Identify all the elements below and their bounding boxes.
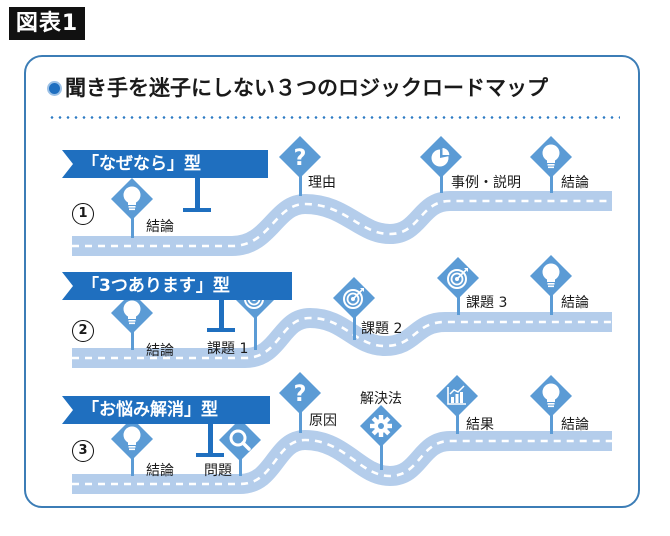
- row-number-1: 1: [72, 203, 94, 225]
- sign-row2-conclusion-start: [111, 292, 153, 350]
- sign-row2-conclusion-end: [530, 255, 572, 315]
- sign-row3-conclusion-end: [530, 375, 572, 434]
- banner-row-3: 「お悩み解消」型: [62, 396, 270, 424]
- sign-row3-cause: [279, 372, 321, 433]
- dotted-divider: [48, 116, 620, 119]
- label-row3-result: 結果: [466, 417, 494, 433]
- title-text: 聞き手を迷子にしない３つのロジックロードマップ: [65, 76, 548, 100]
- label-row1-conclusion-start: 結論: [146, 219, 174, 235]
- road-row-1: [72, 191, 612, 256]
- banner-row-1: 「なぜなら」型: [62, 150, 268, 178]
- sign-row3-problem: [219, 419, 261, 476]
- figure-label: 図表1: [9, 7, 85, 40]
- road-row-3: [72, 429, 612, 494]
- label-row2-issue2: 課題 2: [361, 321, 403, 337]
- sign-row2-issue1: [234, 277, 276, 350]
- label-row2-conclusion-start: 結論: [146, 343, 174, 359]
- diagram-title: 聞き手を迷子にしない３つのロジックロードマップ: [47, 72, 548, 102]
- label-row3-conclusion-end: 結論: [561, 417, 589, 433]
- label-row1-example: 事例・説明: [451, 175, 521, 191]
- label-row2-issue1: 課題 1: [207, 341, 249, 357]
- banner-posts: [183, 176, 235, 457]
- sign-row1-conclusion-end: [530, 136, 572, 193]
- label-row1-conclusion-end: 結論: [561, 175, 589, 191]
- label-row1-reason: 理由: [308, 175, 336, 191]
- row-number-3: 3: [72, 440, 94, 462]
- sign-row2-issue3: [437, 257, 479, 315]
- bullet-icon: [47, 81, 62, 96]
- label-row3-cause: 原因: [309, 413, 337, 429]
- sign-row3-solution: [360, 405, 402, 470]
- diagram-frame: [24, 55, 640, 508]
- label-row2-conclusion-end: 結論: [561, 295, 589, 311]
- label-row2-issue3: 課題 3: [466, 295, 508, 311]
- sign-row1-conclusion-start: [111, 178, 153, 238]
- sign-row2-issue2: [333, 277, 375, 340]
- sign-row3-conclusion-start: [111, 418, 153, 476]
- label-row3-problem: 問題: [204, 463, 232, 479]
- sign-row1-reason: [279, 136, 321, 196]
- label-row3-solution: 解決法: [360, 391, 402, 407]
- sign-row3-result: [436, 375, 478, 434]
- banner-row-2: 「3つあります」型: [62, 272, 292, 300]
- label-row3-conclusion-start: 結論: [146, 463, 174, 479]
- road-row-2: [72, 307, 612, 368]
- row-number-2: 2: [72, 320, 94, 342]
- sign-row1-example: [420, 136, 462, 193]
